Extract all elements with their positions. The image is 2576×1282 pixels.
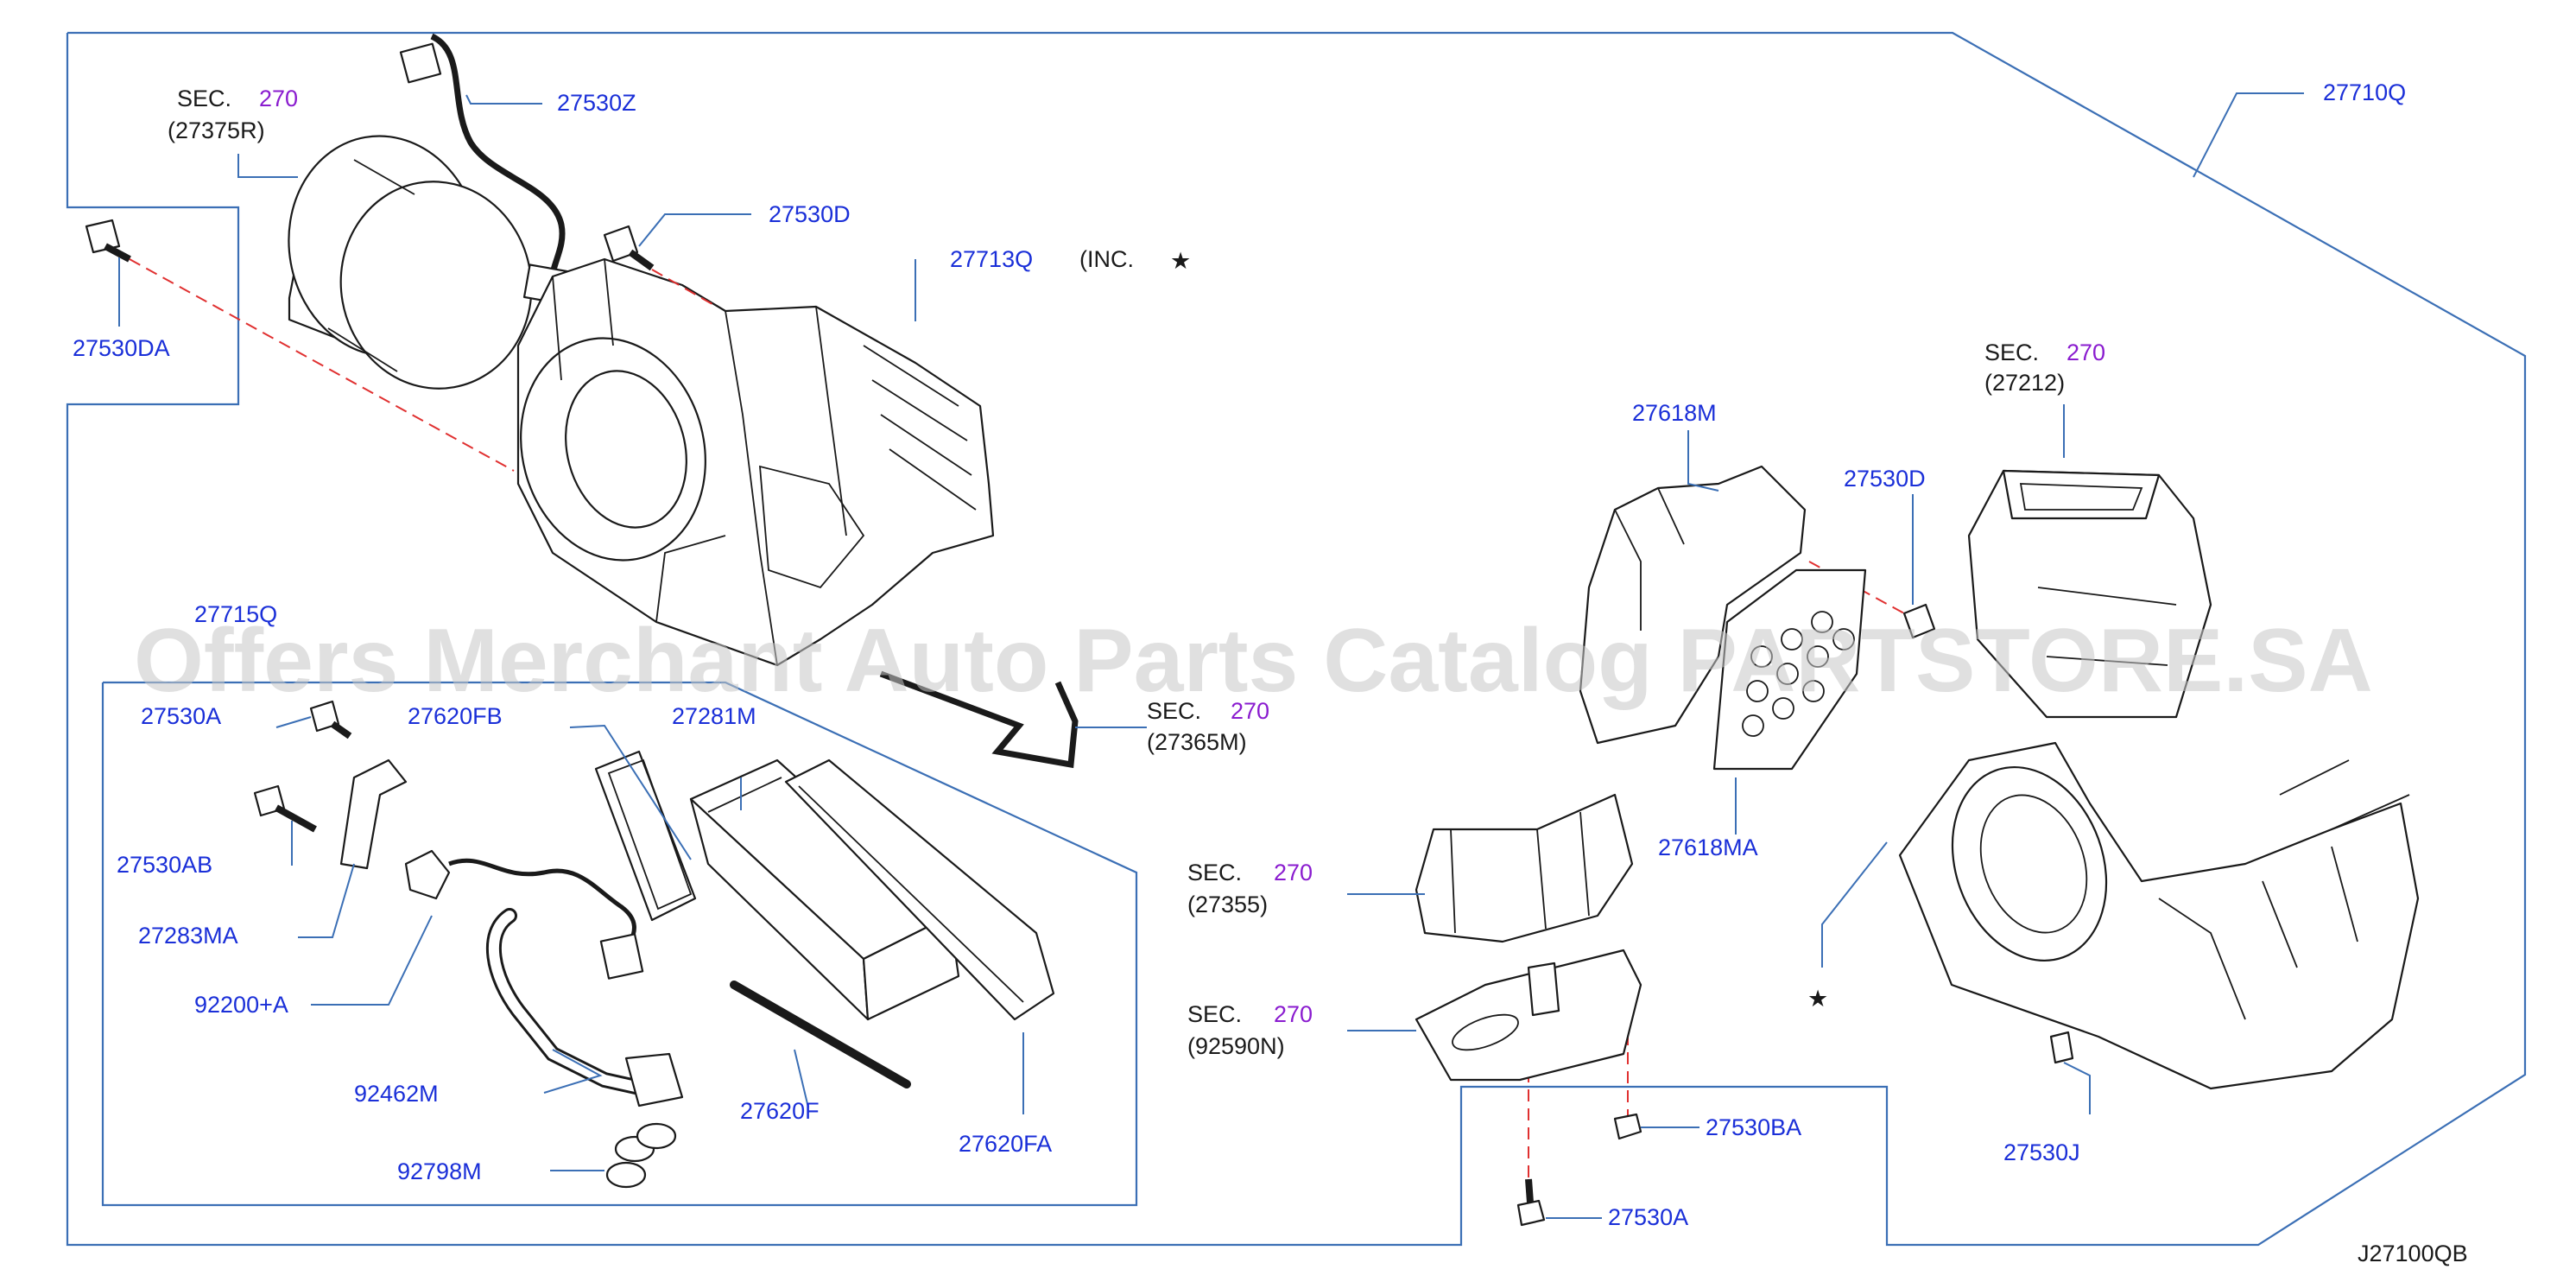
- sec-label-27365m-code: (27365M): [1147, 729, 1247, 755]
- sec-label-27365m-number: 270: [1231, 698, 1269, 724]
- blower-case-27713q-part: [516, 257, 995, 667]
- watermark-text: Offers Merchant Auto Parts Catalog PARTS…: [134, 611, 2373, 711]
- nut-27530ba-part: [1613, 1113, 1642, 1140]
- bolt-27530a-bottom-part: [1516, 1178, 1546, 1227]
- bolt-27530ab-part: [253, 784, 317, 833]
- star-symbol-bottom: ★: [1807, 986, 1828, 1012]
- sec-label-92590n-prefix: SEC.: [1187, 1001, 1242, 1027]
- drain-hose-part: [879, 670, 1079, 769]
- seal-27620fb-part: [594, 750, 697, 922]
- bolt-27530a-left-part: [309, 700, 352, 739]
- sec-label-27212-code: (27212): [1984, 370, 2065, 396]
- part-label-92200a[interactable]: 92200+A: [194, 992, 288, 1018]
- bolt-27530d-top-part: [603, 225, 655, 271]
- part-label-27530a-bottom[interactable]: 27530A: [1608, 1204, 1688, 1230]
- part-label-27710q[interactable]: 27710Q: [2323, 79, 2406, 105]
- inc-note-text: (INC.: [1079, 246, 1134, 272]
- diagram-code: J27100QB: [2358, 1241, 2468, 1266]
- intake-duct-27212-part: [1967, 469, 2212, 719]
- bracket-27618m-part: [1579, 465, 1807, 745]
- sec-label-27375r-prefix: SEC.: [177, 86, 231, 111]
- part-label-27715q[interactable]: 27715Q: [194, 601, 277, 627]
- part-label-27530ba[interactable]: 27530BA: [1706, 1114, 1801, 1140]
- part-label-27283ma[interactable]: 27283MA: [138, 923, 238, 949]
- bracket-27283ma-part: [339, 758, 408, 870]
- bolt-27530d-right-part: [1902, 603, 1936, 639]
- bracket-92590n-part: [1415, 949, 1642, 1082]
- star-symbol-top: ★: [1170, 248, 1191, 274]
- sec-label-92590n-number: 270: [1274, 1001, 1313, 1027]
- part-label-27530a-left[interactable]: 27530A: [141, 703, 221, 729]
- part-label-27530j[interactable]: 27530J: [2003, 1139, 2080, 1165]
- hidden-line-bolt-27530da: [129, 258, 515, 472]
- sec-label-27375r-number: 270: [259, 86, 298, 111]
- part-label-27620fa[interactable]: 27620FA: [959, 1131, 1052, 1157]
- part-label-27530d-top[interactable]: 27530D: [769, 201, 851, 227]
- sec-label-27355-code: (27355): [1187, 892, 1268, 917]
- sec-label-27355-number: 270: [1274, 860, 1313, 885]
- evaporator-subassembly-frame: [101, 681, 1138, 1207]
- seal-27620fa-part: [784, 758, 1055, 1021]
- pipe-92462m-part: [485, 908, 684, 1107]
- part-label-92462m[interactable]: 92462M: [354, 1081, 439, 1107]
- main-assembly-frame: [66, 31, 2527, 1247]
- sec-label-27355-prefix: SEC.: [1187, 860, 1242, 885]
- part-label-27620fb[interactable]: 27620FB: [408, 703, 503, 729]
- bracket-27355-part: [1415, 793, 1634, 943]
- leader-lines: [118, 92, 2304, 1219]
- sec-label-27375r-code: (27375R): [168, 117, 265, 143]
- hidden-line-bolt-27530d: [651, 269, 718, 308]
- filter-27618ma-part: [1712, 568, 1867, 771]
- sec-label-92590n-code: (92590N): [1187, 1033, 1285, 1059]
- bolt-27530da-part: [85, 219, 131, 263]
- part-label-27618ma[interactable]: 27618MA: [1658, 835, 1758, 860]
- clip-27530j-part: [2049, 1031, 2074, 1064]
- seal-27620f-part: [730, 981, 911, 1088]
- part-label-27713q[interactable]: 27713Q: [950, 246, 1033, 272]
- oring-92798m-part: [605, 1122, 677, 1189]
- part-label-27530z[interactable]: 27530Z: [557, 90, 636, 116]
- part-label-27281m[interactable]: 27281M: [672, 703, 756, 729]
- part-label-27618m[interactable]: 27618M: [1632, 400, 1717, 426]
- part-label-27530ab[interactable]: 27530AB: [117, 852, 212, 878]
- sec-label-27365m-prefix: SEC.: [1147, 698, 1201, 724]
- evaporator-27281m-part: [689, 758, 960, 1021]
- part-label-27530d-right[interactable]: 27530D: [1844, 466, 1926, 492]
- blower-motor-part: [288, 135, 533, 390]
- blower-case-star-part: [1898, 741, 2420, 1090]
- sec-label-27212-number: 270: [2066, 340, 2105, 365]
- sec-label-27212-prefix: SEC.: [1984, 340, 2039, 365]
- part-label-27530da[interactable]: 27530DA: [73, 335, 170, 361]
- part-label-92798m[interactable]: 92798M: [397, 1158, 482, 1184]
- part-label-27620f[interactable]: 27620F: [740, 1098, 820, 1124]
- sensor-92200a-part: [404, 849, 644, 980]
